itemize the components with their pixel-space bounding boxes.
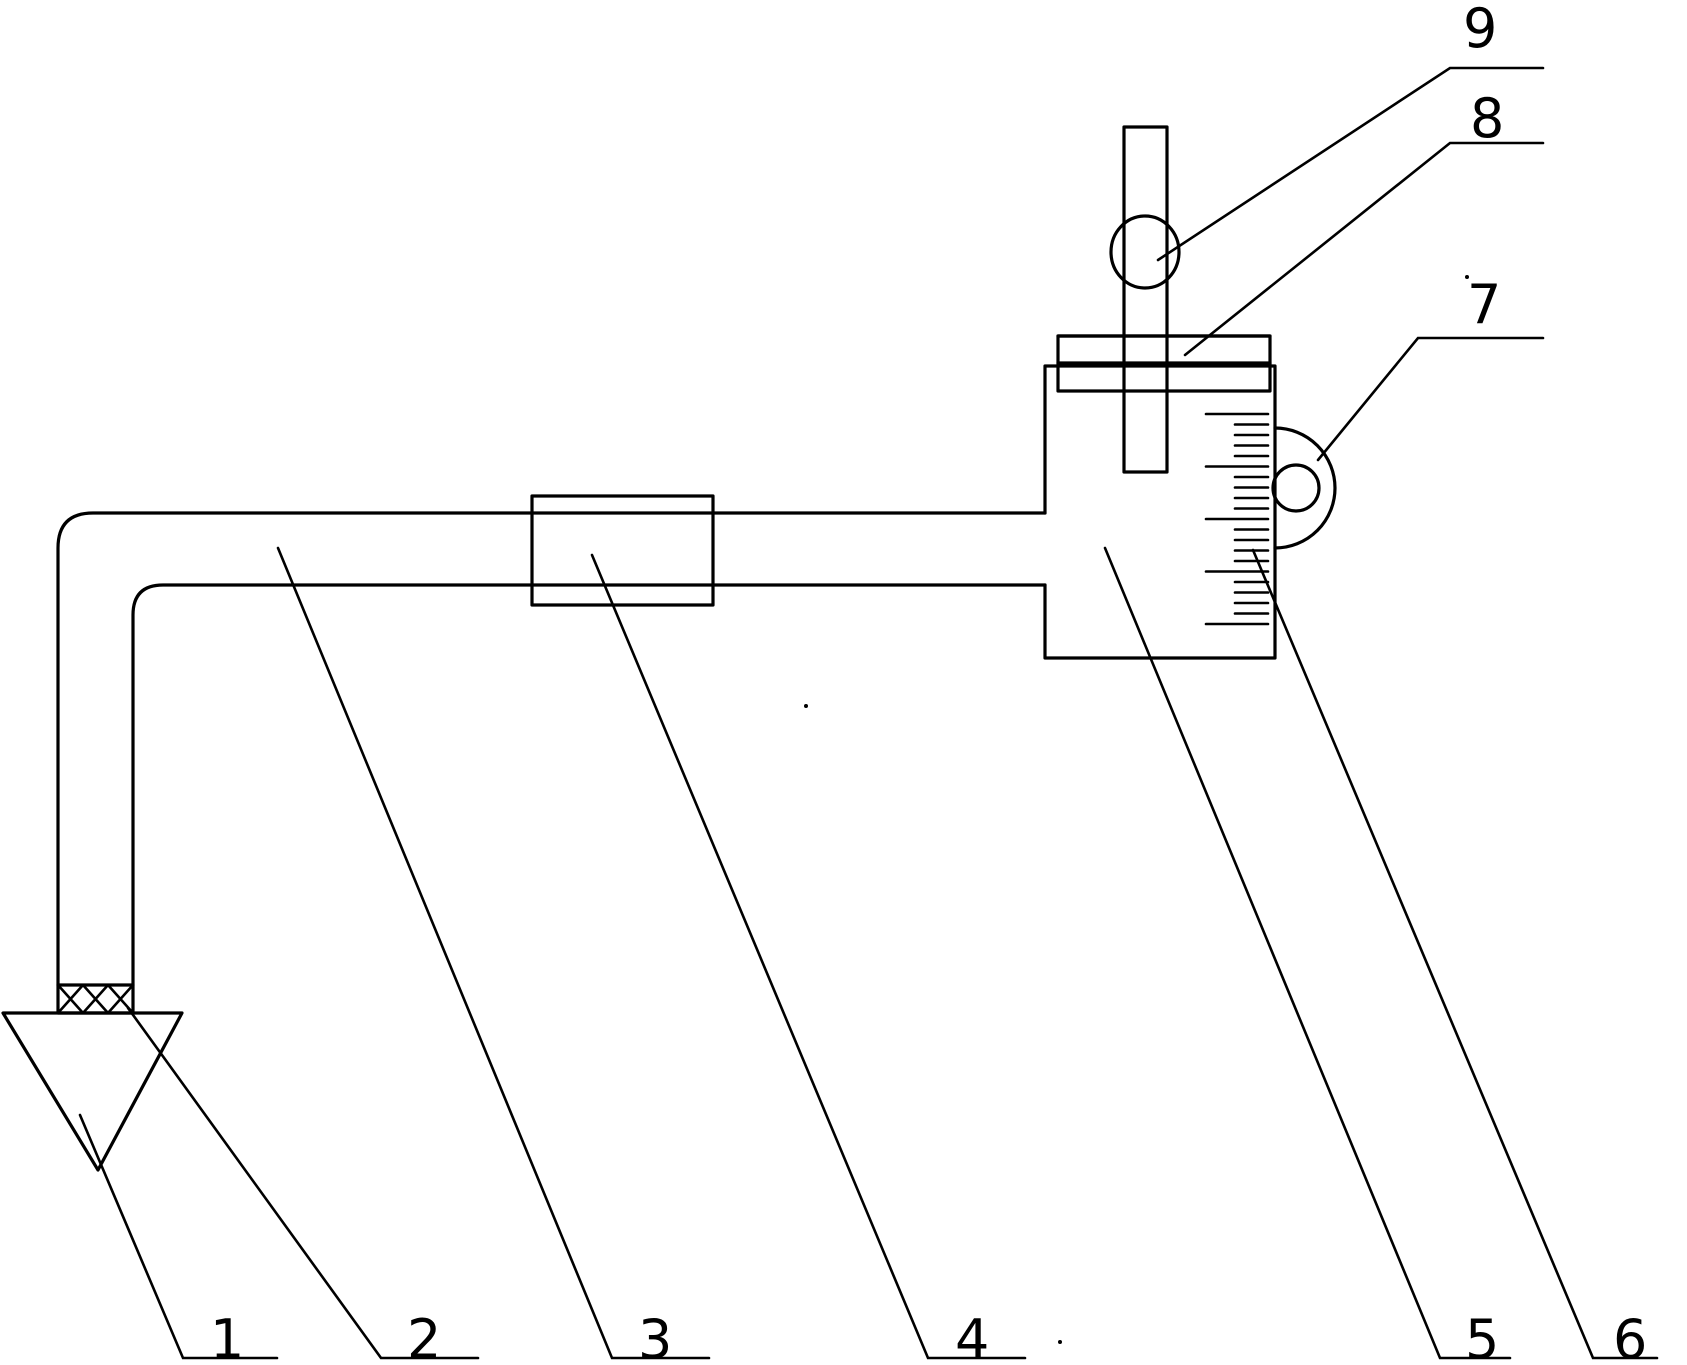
stray-dot bbox=[804, 704, 808, 708]
label-part-3: 3 bbox=[638, 1308, 672, 1365]
side-knob bbox=[1271, 426, 1337, 550]
graduated-scale bbox=[1204, 412, 1270, 626]
label-part-6: 6 bbox=[1613, 1308, 1647, 1365]
label-part-2: 2 bbox=[407, 1308, 441, 1365]
coupling-sleeve bbox=[530, 494, 715, 607]
label-part-8: 8 bbox=[1470, 87, 1504, 150]
label-part-5: 5 bbox=[1465, 1308, 1499, 1365]
label-part-7: 7 bbox=[1467, 273, 1501, 336]
part-labels: 1 2 3 4 5 6 7 8 9 bbox=[210, 0, 1647, 1365]
label-part-4: 4 bbox=[955, 1308, 989, 1365]
adjusting-rod bbox=[1056, 125, 1272, 474]
cone-tip bbox=[1, 983, 184, 1172]
leader-lines bbox=[78, 66, 1659, 1360]
label-part-1: 1 bbox=[210, 1308, 244, 1365]
stray-dot bbox=[1465, 275, 1469, 279]
stray-dot bbox=[1058, 1340, 1062, 1344]
t-body-housing bbox=[1043, 364, 1277, 660]
bent-tube bbox=[56, 511, 1047, 987]
label-part-9: 9 bbox=[1463, 0, 1497, 60]
